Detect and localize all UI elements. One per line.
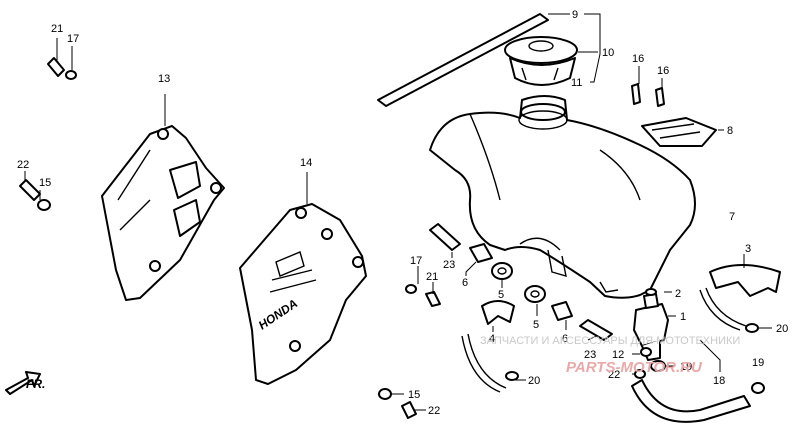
label-5-upper: 5: [498, 289, 504, 301]
bolt-23-lower: [579, 319, 613, 341]
collar-lower: [551, 301, 573, 321]
label-6-lower: 6: [562, 333, 568, 345]
bolt-16-a: [631, 83, 641, 105]
front-arrow: FR.: [5, 371, 45, 395]
label-1: 1: [680, 311, 686, 323]
label-9: 9: [572, 9, 578, 21]
label-4: 4: [489, 333, 495, 345]
bolt-22-bottom: [401, 401, 417, 419]
tank-grommet-right: [709, 264, 781, 297]
label-17-lower: 17: [410, 255, 422, 267]
label-22-bottom: 22: [428, 405, 440, 417]
hose-clip-12: [640, 347, 652, 357]
washer: [645, 288, 657, 296]
label-10: 10: [602, 47, 614, 59]
label-22-left: 22: [17, 159, 29, 171]
bolt-21-lower: [425, 291, 441, 307]
label-12: 12: [612, 349, 624, 361]
label-14: 14: [300, 157, 312, 169]
label-23-lower: 23: [584, 349, 596, 361]
label-2: 2: [675, 288, 681, 300]
tank-grommet-left: [481, 300, 515, 325]
bolt-16-b: [655, 87, 665, 107]
hose-clip-20-right: [745, 323, 759, 333]
label-6-upper: 6: [462, 277, 468, 289]
label-3: 3: [745, 243, 751, 255]
bolt-21-upper: [47, 57, 65, 77]
front-indicator-label: FR.: [26, 377, 45, 391]
label-13: 13: [158, 73, 170, 85]
label-23-upper: 23: [443, 259, 455, 271]
hose-clip-20-left: [505, 371, 519, 381]
watermark-site: PARTS-MOTOR.RU: [566, 359, 703, 376]
label-15-bottom: 15: [408, 389, 420, 401]
left-shroud: [101, 125, 225, 301]
tank-cushion: [641, 117, 717, 147]
washer-17-upper: [65, 70, 77, 80]
nut-15-left: [37, 199, 51, 211]
bolt-22-left: [19, 179, 41, 201]
cushion-lower: [524, 285, 546, 303]
label-15-left: 15: [39, 177, 51, 189]
overflow-tube-right: [699, 287, 747, 331]
hose-clip-19-b: [751, 382, 765, 394]
label-20-right: 20: [776, 323, 788, 335]
label-11: 11: [571, 77, 582, 89]
label-18: 18: [713, 375, 725, 387]
breather-tube: [377, 13, 549, 107]
bolt-23-upper: [429, 223, 461, 251]
washer-17-lower: [405, 284, 417, 294]
label-16-b: 16: [657, 65, 669, 77]
fuel-tank: [429, 95, 696, 299]
fuel-hose: [631, 379, 751, 423]
label-21-upper: 21: [51, 23, 63, 35]
label-5-lower: 5: [533, 319, 539, 331]
label-17-upper: 17: [67, 33, 79, 45]
label-20-left: 20: [528, 375, 540, 387]
label-7: 7: [729, 211, 735, 223]
collar-upper: [469, 243, 493, 263]
label-22-valve: 22: [608, 369, 620, 381]
watermark-caption: ЗАПЧАСТИ И АКСЕССУАРЫ ДЛЯ МОТОТЕХНИКИ: [480, 335, 740, 347]
fuel-cap: [504, 36, 578, 86]
label-19-a: 19: [680, 361, 692, 373]
cushion-upper: [491, 262, 513, 280]
nut-15-bottom: [378, 388, 392, 400]
label-19-b: 19: [752, 357, 764, 369]
label-16-a: 16: [632, 53, 644, 65]
overflow-tube-left: [461, 333, 507, 393]
label-21-lower: 21: [426, 271, 438, 283]
label-8: 8: [727, 125, 733, 137]
right-shroud: [239, 203, 367, 385]
leader-lines: [24, 13, 772, 411]
